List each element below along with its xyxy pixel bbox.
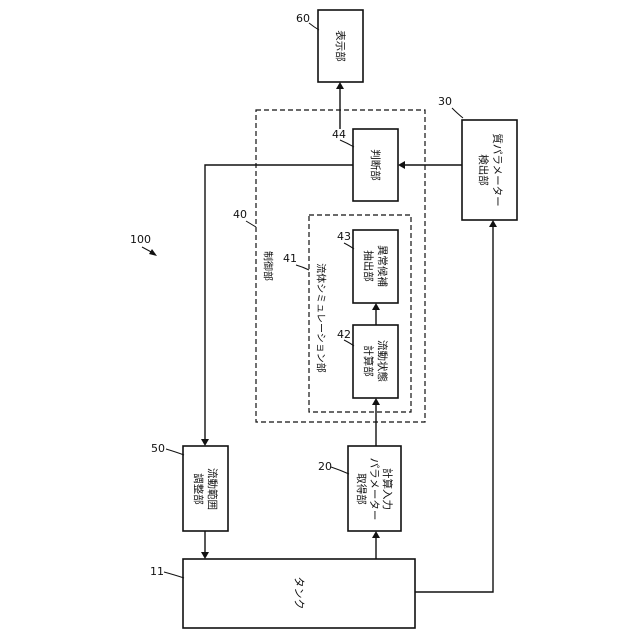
svg-text:質パラメーター: 質パラメーター: [491, 133, 504, 206]
judgment-label: 判断部: [369, 149, 382, 181]
ref-40: 40: [233, 208, 247, 221]
ref-44-leader: [340, 140, 354, 147]
ref-100: 100: [130, 233, 151, 246]
fluid-simulation-label: 流体シミュレーション部: [315, 263, 328, 373]
ref-20-leader: [331, 467, 349, 474]
ref-50: 50: [151, 442, 165, 455]
arrow-judgment-to-flow-range: [205, 165, 353, 440]
arrowhead-display: [336, 82, 344, 89]
svg-text:計算入力: 計算入力: [381, 468, 394, 510]
ref-60: 60: [296, 12, 310, 25]
svg-text:流動範囲: 流動範囲: [206, 468, 219, 510]
ref-11-leader: [164, 572, 184, 578]
ref-11: 11: [150, 565, 164, 578]
control-unit-label: 制御部: [262, 251, 275, 281]
ref-44: 44: [332, 128, 346, 141]
svg-text:計算部: 計算部: [362, 345, 375, 377]
flow-state-calc-block: [353, 325, 398, 398]
control-unit-frame: [256, 110, 425, 422]
arrowhead-judgment: [398, 161, 405, 169]
ref-42: 42: [337, 328, 351, 341]
flow-range-adjust-block: [183, 446, 228, 531]
ref-20: 20: [318, 460, 332, 473]
arrow-tank-to-quality-param: [415, 226, 493, 592]
ref-30-leader: [452, 108, 463, 118]
ref-30: 30: [438, 95, 452, 108]
anomaly-extract-block: [353, 230, 398, 303]
ref-50-leader: [166, 449, 184, 455]
ref-40-leader: [246, 221, 256, 227]
tank-label: タンク: [293, 577, 306, 610]
ref-43: 43: [337, 230, 351, 243]
arrowhead-tank: [201, 552, 209, 559]
svg-text:パラメーター: パラメーター: [368, 458, 380, 521]
ref-41: 41: [283, 252, 297, 265]
svg-text:検出部: 検出部: [477, 154, 490, 186]
svg-text:異常候補: 異常候補: [376, 245, 389, 287]
arrowhead-flow-calc: [372, 398, 380, 405]
svg-text:抽出部: 抽出部: [362, 250, 375, 282]
svg-text:調整部: 調整部: [192, 473, 205, 505]
svg-text:流動状態: 流動状態: [376, 340, 389, 382]
arrowhead-calc-input: [372, 531, 380, 538]
ref-100-arrowhead: [149, 249, 157, 256]
ref-41-leader: [296, 265, 309, 270]
arrowhead-anomaly: [372, 303, 380, 310]
arrowhead-flow-range: [201, 439, 209, 446]
svg-text:取得部: 取得部: [355, 473, 368, 505]
display-label: 表示部: [334, 30, 347, 62]
arrowhead-quality-param: [489, 220, 497, 227]
